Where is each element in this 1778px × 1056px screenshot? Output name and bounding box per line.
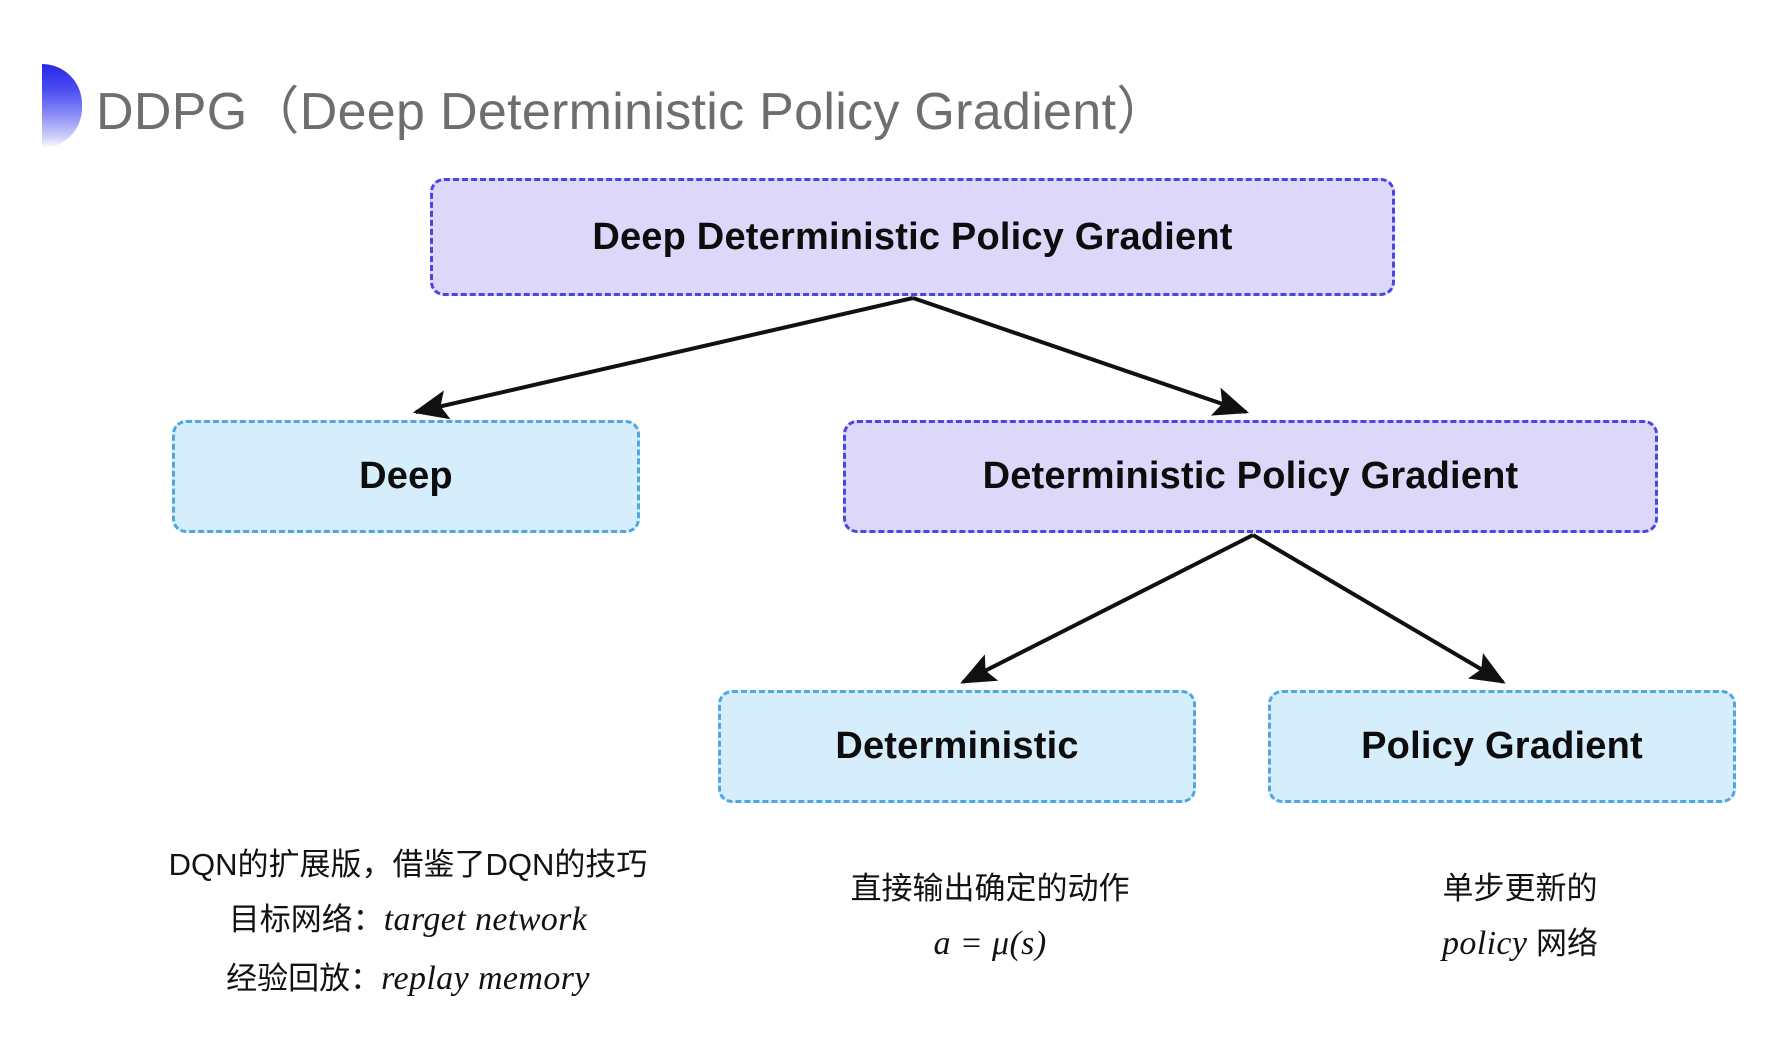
caption-policy-gradient: 单步更新的 policy 网络 (1370, 862, 1670, 974)
caption-deep-line3-label: 经验回放： (226, 960, 382, 996)
caption-deterministic: 直接输出确定的动作 a = μ(s) (790, 862, 1190, 974)
node-deterministic[interactable]: Deterministic (718, 690, 1196, 803)
caption-deterministic-line1: 直接输出确定的动作 (850, 871, 1130, 906)
gradient-halfcircle-bullet-icon (42, 64, 82, 148)
node-deep-deterministic-policy-gradient[interactable]: Deep Deterministic Policy Gradient (430, 178, 1395, 296)
caption-policy-gradient-term: policy (1441, 925, 1528, 963)
page-title: DDPG（Deep Deterministic Policy Gradient） (42, 62, 1169, 150)
edge-dpg-to-deterministic (960, 533, 1254, 684)
caption-deep-line3: 经验回放：replay memory (148, 950, 668, 1008)
edge-root-to-dpg (912, 296, 1250, 416)
caption-deep: DQN的扩展版，借鉴了DQN的技巧 目标网络：target network 经验… (148, 838, 668, 1008)
caption-deep-line2-term: target network (383, 901, 588, 939)
caption-deep-line3-term: replay memory (381, 959, 590, 997)
edge-root-to-deep (412, 296, 914, 420)
caption-policy-gradient-suffix: 网络 (1527, 926, 1599, 962)
page-title-text: DDPG（Deep Deterministic Policy Gradient） (96, 82, 1169, 141)
node-deterministic-policy-gradient[interactable]: Deterministic Policy Gradient (843, 420, 1658, 533)
caption-deterministic-formula: a = μ(s) (933, 925, 1047, 963)
caption-policy-gradient-line1: 单步更新的 (1442, 871, 1598, 906)
node-policy-gradient[interactable]: Policy Gradient (1268, 690, 1736, 803)
caption-policy-gradient-line2: policy 网络 (1370, 915, 1670, 973)
node-deep[interactable]: Deep (172, 420, 640, 533)
edge-dpg-to-policy-gradient (1251, 533, 1506, 684)
caption-deep-line1: DQN的扩展版，借鉴了DQN的技巧 (168, 847, 648, 882)
caption-deep-line2-label: 目标网络： (228, 902, 384, 938)
caption-deep-line2: 目标网络：target network (148, 891, 668, 949)
